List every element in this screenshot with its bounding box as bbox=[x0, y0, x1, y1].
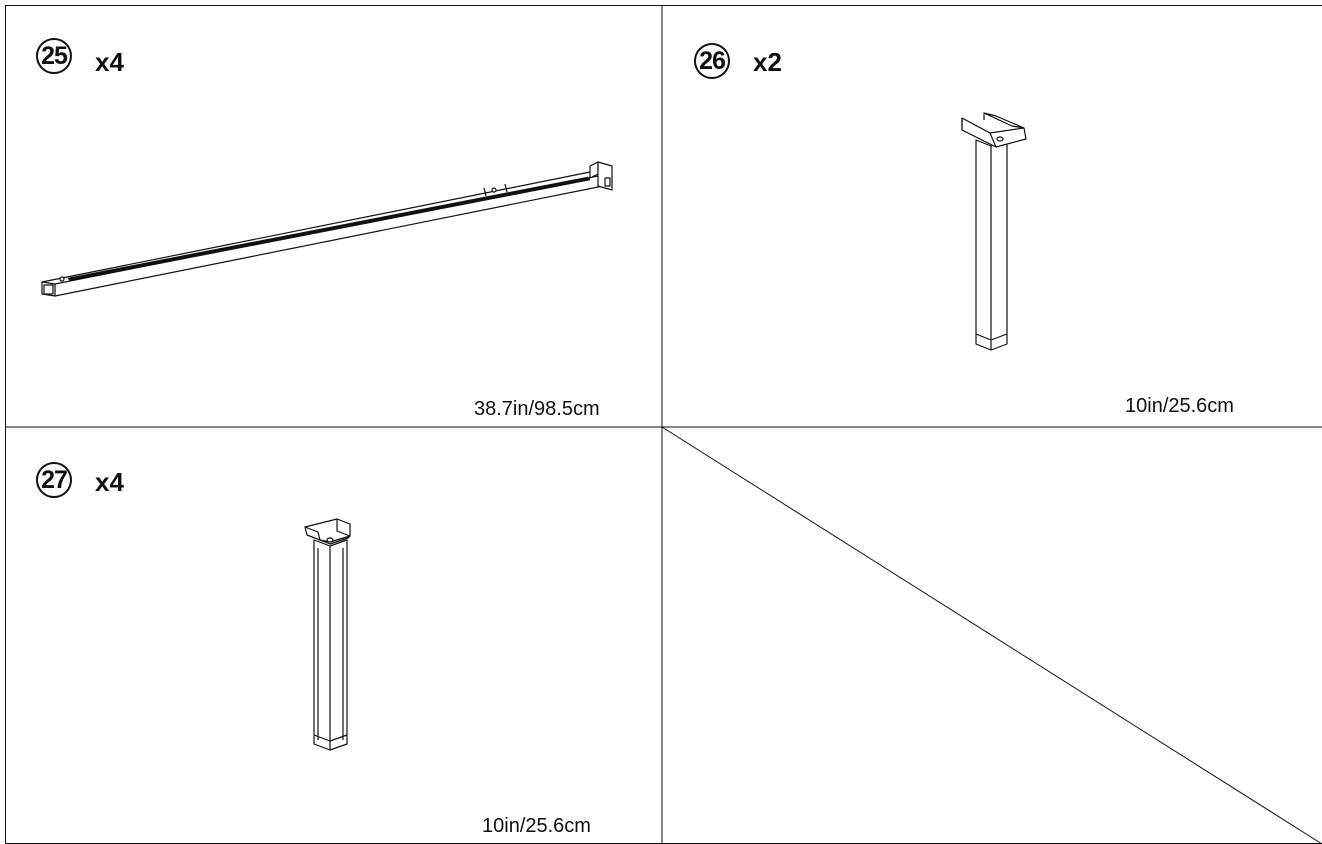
part-number-badge: 27 bbox=[36, 462, 72, 498]
part-number-badge: 26 bbox=[694, 43, 730, 79]
part-card-25: 25 x4 38.7in/98.5cm bbox=[5, 5, 662, 427]
part-number-badge: 25 bbox=[36, 38, 72, 74]
upright-post-illustration bbox=[304, 518, 351, 751]
empty-cell-diagonal bbox=[661, 426, 1322, 844]
long-rail-illustration bbox=[41, 161, 613, 297]
part-dimension: 10in/25.6cm bbox=[1125, 395, 1234, 417]
part-dimension: 38.7in/98.5cm bbox=[474, 398, 600, 420]
part-card-26: 26 x2 10in/25.6cm bbox=[662, 5, 1322, 427]
part-quantity: x4 bbox=[95, 467, 124, 497]
part-quantity: x2 bbox=[753, 47, 782, 77]
part-dimension: 10in/25.6cm bbox=[482, 815, 591, 837]
part-card-27: 27 x4 10in/25.6cm bbox=[5, 427, 662, 844]
short-post-illustration bbox=[961, 112, 1027, 351]
part-quantity: x4 bbox=[95, 47, 124, 77]
